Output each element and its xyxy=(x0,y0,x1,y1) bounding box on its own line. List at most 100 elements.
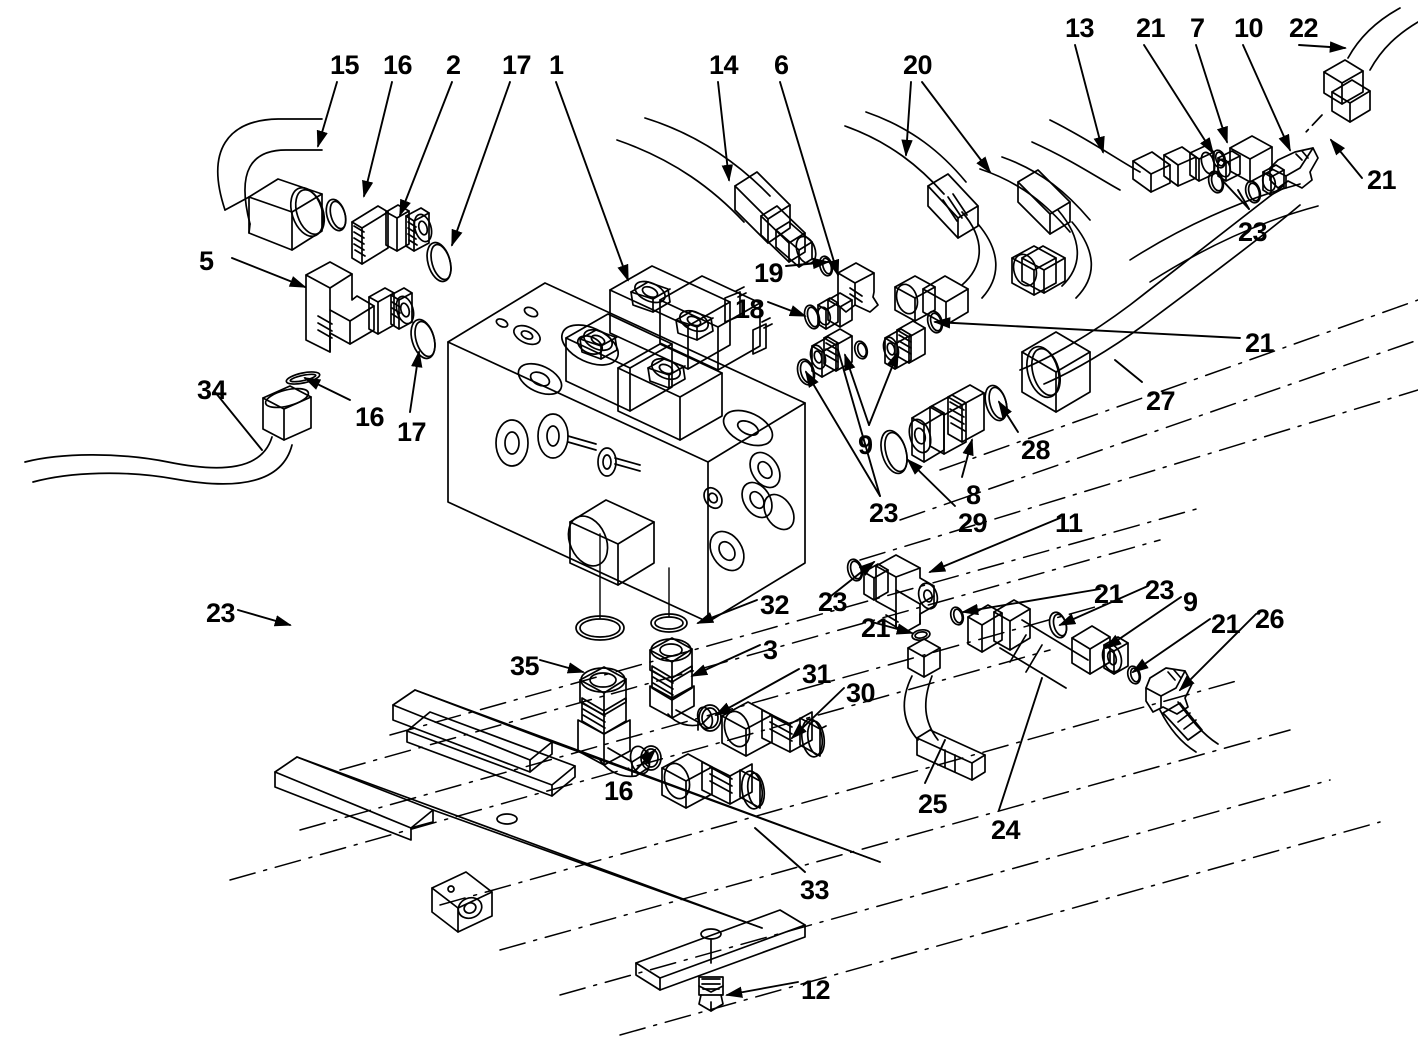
callout-33[interactable]: 33 xyxy=(800,875,830,905)
callout-21-c[interactable]: 21 xyxy=(1245,328,1275,358)
part-10-elbow xyxy=(1261,147,1319,196)
part-14-hose xyxy=(616,117,817,268)
part-15-hose-nut xyxy=(216,118,326,251)
callout-19[interactable]: 19 xyxy=(754,258,784,288)
callout-21-a[interactable]: 21 xyxy=(1136,13,1166,43)
hex-nut-top-3 xyxy=(579,328,618,360)
part-23-oring-tee xyxy=(846,558,864,582)
part-12-bolt xyxy=(698,938,724,1012)
part-1-valve-block xyxy=(447,265,806,623)
callout-23-d[interactable]: 23 xyxy=(206,598,236,628)
callout-22[interactable]: 22 xyxy=(1289,13,1319,43)
part-25-tube xyxy=(903,638,986,781)
part-23-oring-top-a xyxy=(1207,170,1225,194)
callout-15[interactable]: 15 xyxy=(330,50,360,80)
part-18-oring xyxy=(803,304,821,330)
part-16-oring-a xyxy=(325,198,347,232)
part-20-hoses xyxy=(844,111,1093,326)
part-3-elbow xyxy=(649,637,714,731)
callout-21-f[interactable]: 21 xyxy=(861,613,891,643)
part-21-oring-tee xyxy=(949,606,965,626)
part-9-fitting-right xyxy=(1071,625,1129,675)
callout-16-a[interactable]: 16 xyxy=(383,50,413,80)
callout-16-b[interactable]: 16 xyxy=(355,402,385,432)
callout-13[interactable]: 13 xyxy=(1065,13,1095,43)
part-6-elbow xyxy=(816,262,879,330)
callout-16-c[interactable]: 16 xyxy=(604,776,634,806)
part-11-tee xyxy=(863,554,939,634)
callout-3[interactable]: 3 xyxy=(763,635,778,665)
callout-35[interactable]: 35 xyxy=(510,651,540,681)
callout-32[interactable]: 32 xyxy=(760,590,790,620)
part-5-elbow xyxy=(305,261,415,353)
part-8-adapter xyxy=(908,384,985,463)
part-27-nut xyxy=(1021,331,1091,413)
callout-17-a[interactable]: 17 xyxy=(502,50,532,80)
callout-5[interactable]: 5 xyxy=(199,246,214,276)
callout-31[interactable]: 31 xyxy=(802,659,832,689)
callout-14[interactable]: 14 xyxy=(709,50,739,80)
part-2-adapter xyxy=(351,204,433,265)
part-28-oring xyxy=(984,384,1008,422)
callout-23-e[interactable]: 23 xyxy=(818,587,848,617)
part-13-hose xyxy=(1031,119,1216,193)
callout-24[interactable]: 24 xyxy=(991,815,1021,845)
callout-12[interactable]: 12 xyxy=(801,975,831,1005)
callout-10[interactable]: 10 xyxy=(1234,13,1264,43)
callout-9-a[interactable]: 9 xyxy=(858,430,873,460)
part-26-elbow-hose xyxy=(1145,667,1219,753)
part-19-oring xyxy=(818,255,834,277)
part-30-fitting xyxy=(721,701,827,758)
part-34-hose xyxy=(24,385,312,485)
part-21-oring-right xyxy=(1126,665,1142,685)
part-22-line xyxy=(1305,7,1418,133)
callout-9-b[interactable]: 9 xyxy=(1183,587,1198,617)
callout-17-b[interactable]: 17 xyxy=(397,417,427,447)
callout-27[interactable]: 27 xyxy=(1146,386,1176,416)
callout-11[interactable]: 11 xyxy=(1055,508,1083,538)
callout-8[interactable]: 8 xyxy=(966,480,981,510)
callout-21-d[interactable]: 21 xyxy=(1094,579,1124,609)
callout-30[interactable]: 30 xyxy=(846,678,876,708)
callout-23-a[interactable]: 23 xyxy=(1238,217,1268,247)
callout-25[interactable]: 25 xyxy=(918,789,948,819)
callout-34[interactable]: 34 xyxy=(197,375,227,405)
part-23-oring-bottom xyxy=(575,615,625,641)
part-21-oring-top xyxy=(1211,149,1227,169)
part-16-oring-b xyxy=(285,371,321,385)
callout-28[interactable]: 28 xyxy=(1021,435,1051,465)
part-31-oring xyxy=(698,704,722,732)
part-17-oring-b xyxy=(410,318,436,360)
callout-21-b[interactable]: 21 xyxy=(1367,165,1397,195)
part-23-oring-mid-a xyxy=(853,340,869,360)
part-27-hose xyxy=(1019,185,1301,385)
part-23-oring-mid-b xyxy=(796,358,816,386)
part-nut-mid-2 xyxy=(1011,245,1057,296)
part-9-fitting-a xyxy=(809,328,853,378)
callout-23-b[interactable]: 23 xyxy=(869,498,899,528)
callout-26[interactable]: 26 xyxy=(1255,604,1285,634)
callout-7[interactable]: 7 xyxy=(1190,13,1205,43)
part-21-oring-tee-b xyxy=(911,628,931,642)
frame-rails xyxy=(229,507,1381,1036)
callout-6[interactable]: 6 xyxy=(774,50,789,80)
hex-nut-top-2 xyxy=(675,309,714,341)
hose-tails-right xyxy=(859,183,1418,561)
part-nut-mid xyxy=(894,275,936,322)
hex-nut-top-1 xyxy=(630,280,671,313)
callout-18[interactable]: 18 xyxy=(735,294,765,324)
callout-2[interactable]: 2 xyxy=(446,50,461,80)
part-35-elbow xyxy=(577,666,651,778)
part-17-oring-a xyxy=(426,241,452,283)
callout-23-c[interactable]: 23 xyxy=(1145,575,1175,605)
leader-lines xyxy=(214,41,1363,998)
callout-20[interactable]: 20 xyxy=(903,50,933,80)
hex-nut-top-4 xyxy=(647,357,686,389)
callout-1[interactable]: 1 xyxy=(549,50,564,80)
part-23-oring-right xyxy=(1048,611,1068,639)
part-9-fitting-b xyxy=(882,320,926,370)
callout-21-e[interactable]: 21 xyxy=(1211,609,1241,639)
callout-29[interactable]: 29 xyxy=(958,508,988,538)
